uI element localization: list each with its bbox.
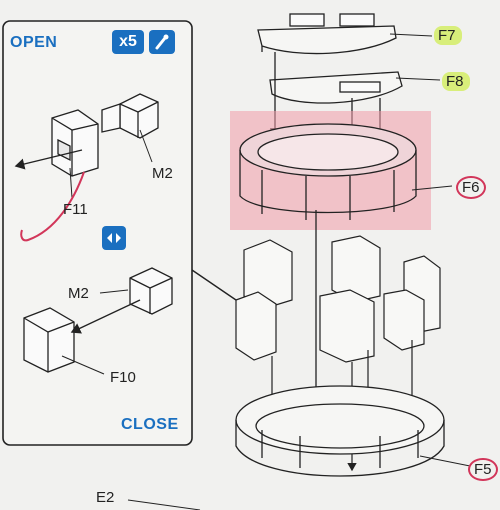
hatch-cluster [235,235,441,363]
label-e2: E2 [96,489,115,506]
glue-brush-icon [149,30,175,54]
m2-pin-open [101,93,159,139]
part-f6-ring [239,123,417,220]
leader-m2-lower [99,289,129,294]
leader-m2-upper [139,129,153,163]
close-label: CLOSE [121,416,179,433]
label-m2-lower: M2 [68,285,89,302]
pull-arrow-open [14,149,83,170]
inset-panel [2,20,193,446]
leader-f10 [61,355,105,375]
f10-hatch-close [23,307,75,373]
label-f7: F7 [434,26,462,45]
label-f6: F6 [456,176,486,199]
repeat-x5-icon: x5 [112,30,144,54]
leader-f11 [69,167,73,199]
leader-e2 [127,499,201,510]
leader-f6 [411,185,453,191]
label-f8: F8 [442,72,470,91]
part-f7-cover [257,13,397,55]
m2-pin-close [129,267,173,315]
open-close-icon [102,226,126,250]
label-f11: F11 [63,201,88,218]
label-m2-upper: M2 [152,165,173,182]
inset-pointer-line [191,269,237,301]
label-f5: F5 [468,458,498,481]
label-f10: F10 [110,369,136,386]
open-label: OPEN [10,34,58,51]
part-f8-plate [269,71,403,104]
red-pen-mark [20,171,85,242]
f11-hatch-open [51,109,99,177]
leader-f5 [419,455,471,467]
leader-f8 [395,77,441,81]
part-f5-base [235,385,445,477]
leader-f7 [389,33,433,37]
push-arrow-close [70,299,141,334]
